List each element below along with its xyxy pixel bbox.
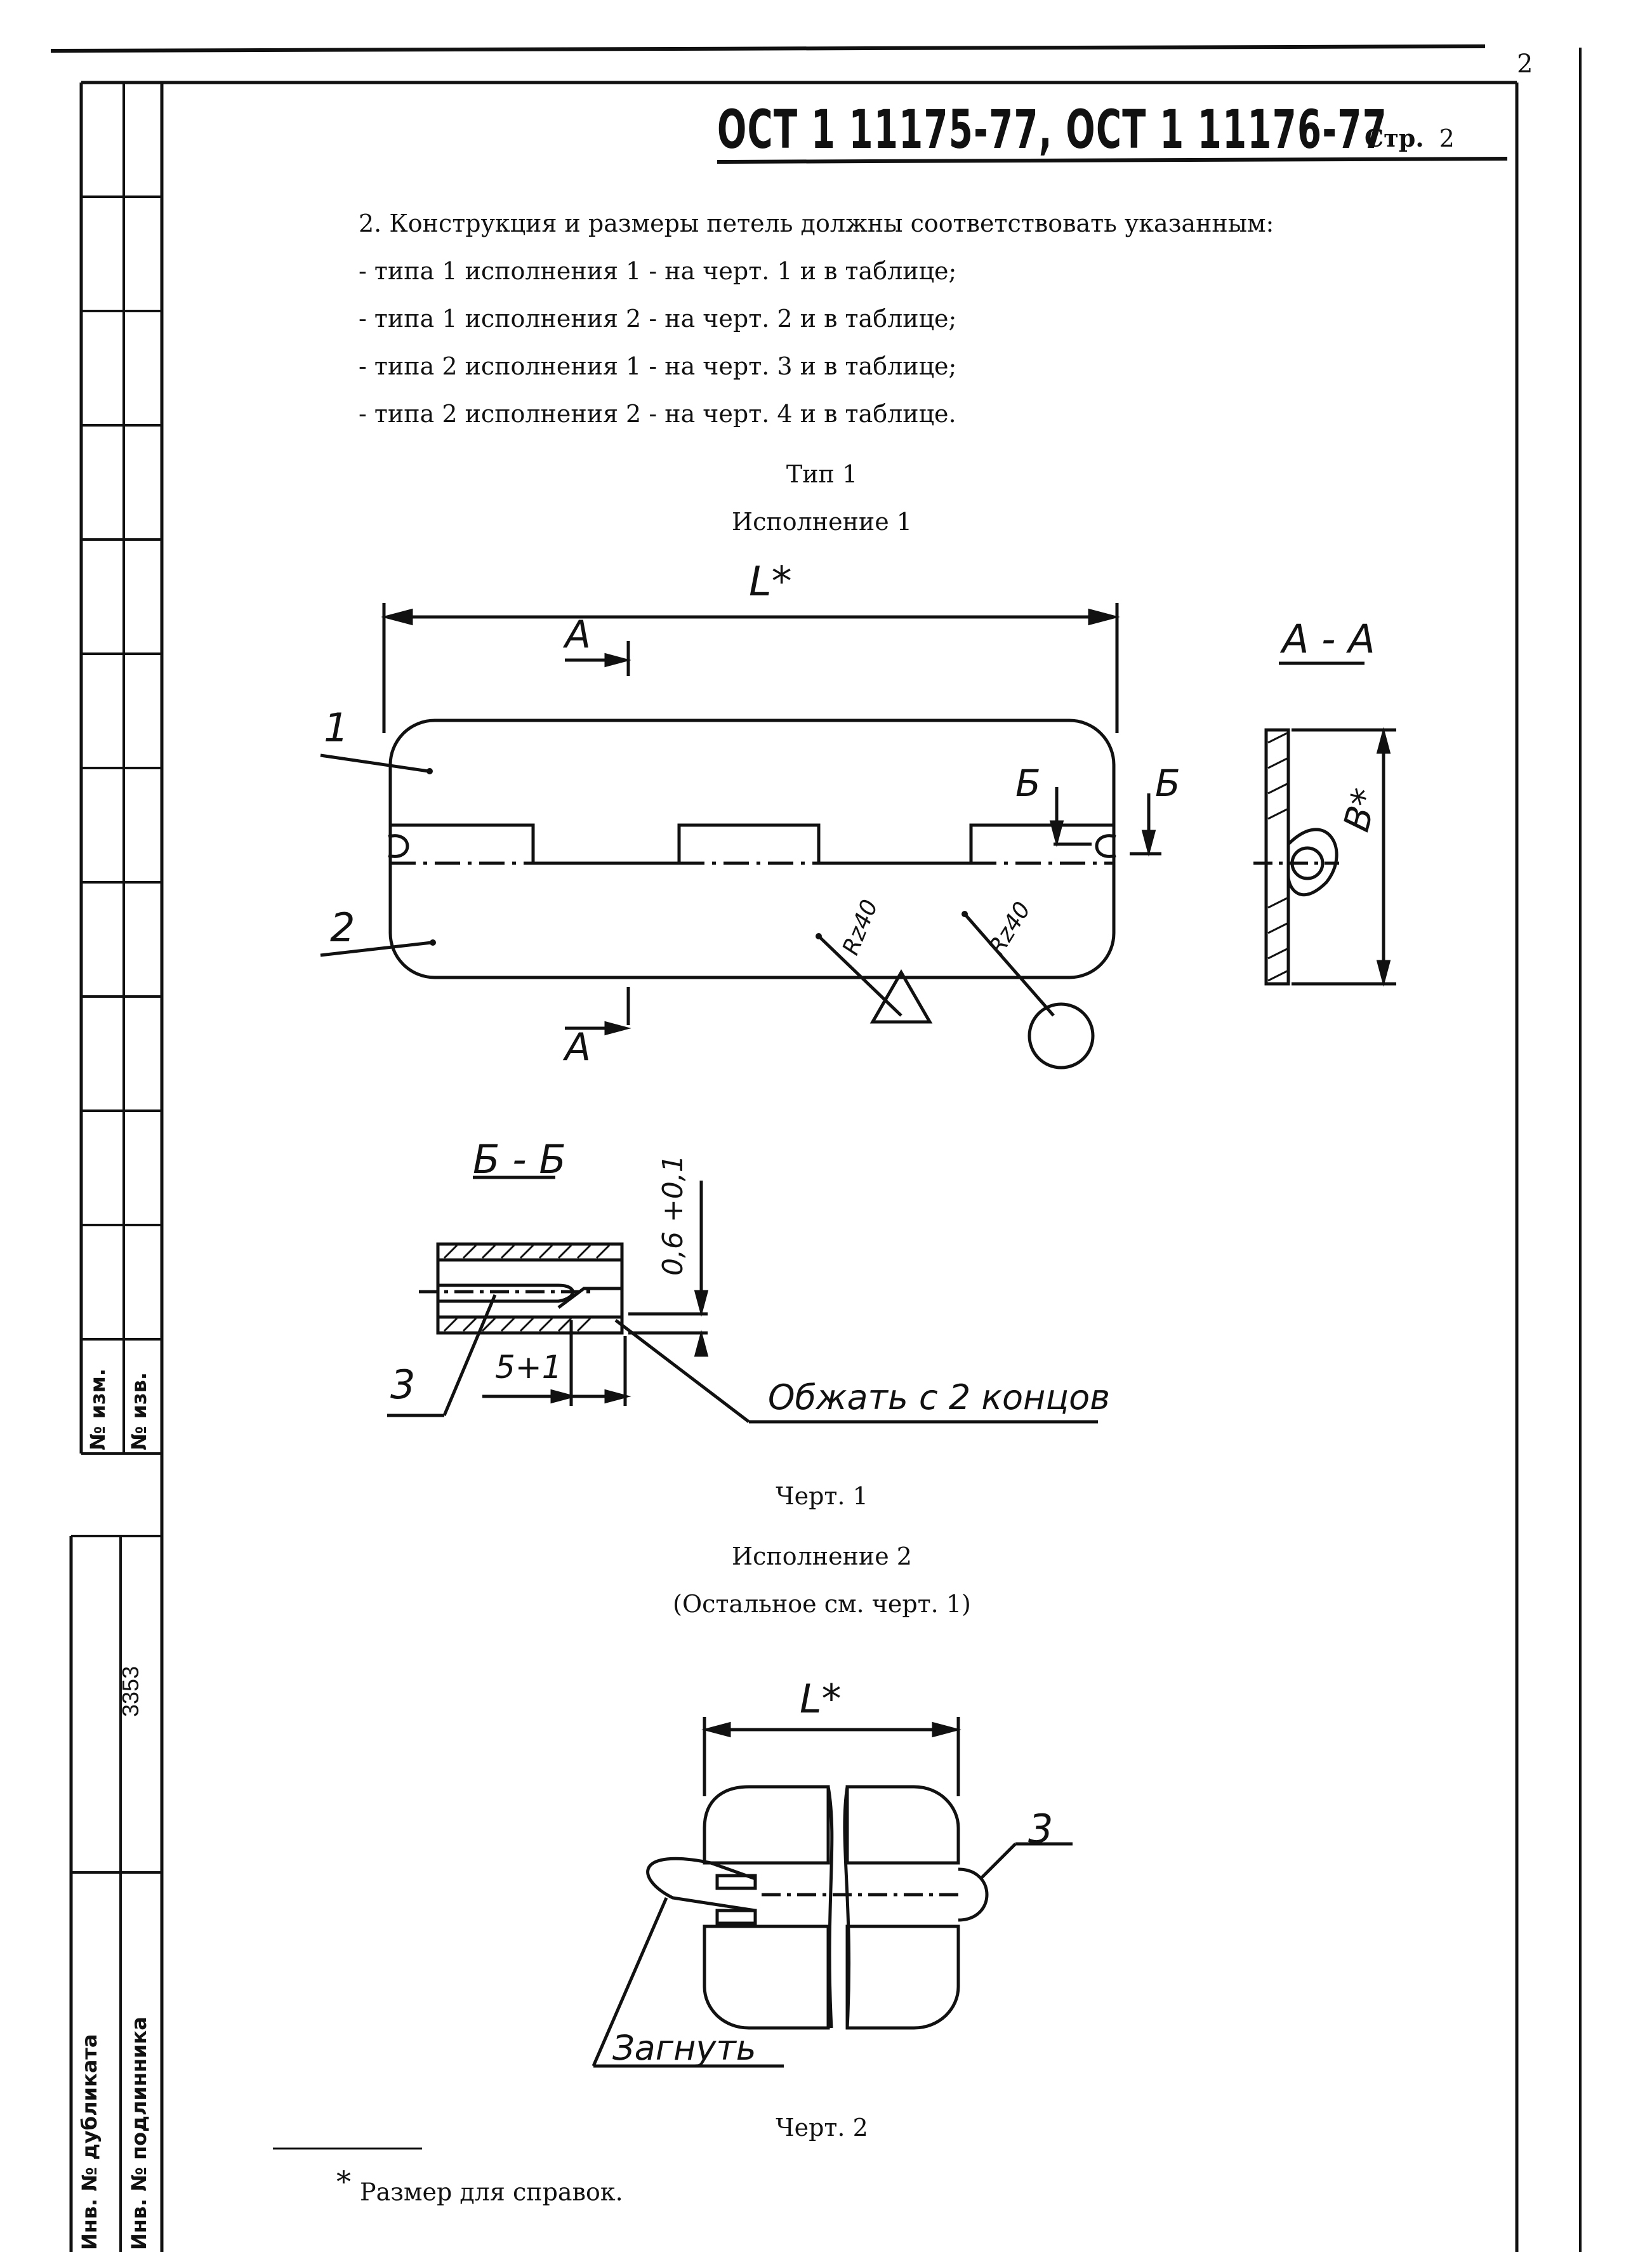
list-item: - типа 1 исполнения 2 - на черт. 2 и в т… xyxy=(359,305,957,333)
type-heading: Тип 1 xyxy=(786,460,858,488)
dim2-length-label: L* xyxy=(800,1676,842,1722)
page-label: Стр. xyxy=(1365,124,1424,152)
stamp-number: 3353 xyxy=(117,1666,143,1717)
part-number-1: 1 xyxy=(324,705,349,751)
section-aa-title: A - A xyxy=(1282,616,1375,662)
variant2-subheading: (Остальное см. черт. 1) xyxy=(673,1590,971,1618)
list-item: - типа 2 исполнения 1 - на черт. 3 и в т… xyxy=(359,352,957,380)
page-value: 2 xyxy=(1439,124,1455,152)
page-indicator: Стр. 2 xyxy=(1365,124,1455,152)
section-a-label-bottom: A xyxy=(565,1025,591,1070)
drawing1-caption: Черт. 1 xyxy=(776,1482,868,1510)
margin-label-izv: № изв. xyxy=(127,1372,151,1450)
variant2-heading: Исполнение 2 xyxy=(732,1542,912,1570)
part2-number-3: 3 xyxy=(1028,1806,1054,1852)
footnote: * Размер для справок. xyxy=(336,2164,623,2206)
drawing2-caption: Черт. 2 xyxy=(776,2114,868,2142)
part-number-2: 2 xyxy=(330,904,355,951)
dim-crimp-label: 5+1 xyxy=(495,1349,562,1386)
page-number: 2 xyxy=(1517,50,1533,79)
section-b-label-left: Б xyxy=(1015,762,1041,805)
section-a-label-top: A xyxy=(565,613,591,657)
document-title: ОСТ 1 11175-77, ОСТ 1 11176-77 xyxy=(717,98,1388,161)
footnote-asterisk: * xyxy=(336,2164,351,2199)
intro-paragraph: 2. Конструкция и размеры петель должны с… xyxy=(359,209,1274,237)
margin-label-dubl: Инв. № дубликата xyxy=(77,2034,102,2250)
section-b-label-right: Б xyxy=(1155,762,1180,805)
footnote-text: Размер для справок. xyxy=(360,2178,623,2206)
margin-label-podl: Инв. № подлинника xyxy=(127,2017,151,2250)
part-number-3: 3 xyxy=(390,1361,416,1408)
section-bb-title: Б - Б xyxy=(473,1136,566,1182)
margin-label-izm: № изм. xyxy=(86,1368,110,1450)
list-item: - типа 1 исполнения 1 - на черт. 1 и в т… xyxy=(359,257,957,285)
crimp-note: Обжать с 2 концов xyxy=(768,1377,1110,1417)
bend-note: Загнуть xyxy=(612,2028,757,2068)
variant1-heading: Исполнение 1 xyxy=(732,508,912,536)
dim-length-label: L* xyxy=(749,559,792,606)
list-item: - типа 2 исполнения 2 - на черт. 4 и в т… xyxy=(359,400,956,428)
